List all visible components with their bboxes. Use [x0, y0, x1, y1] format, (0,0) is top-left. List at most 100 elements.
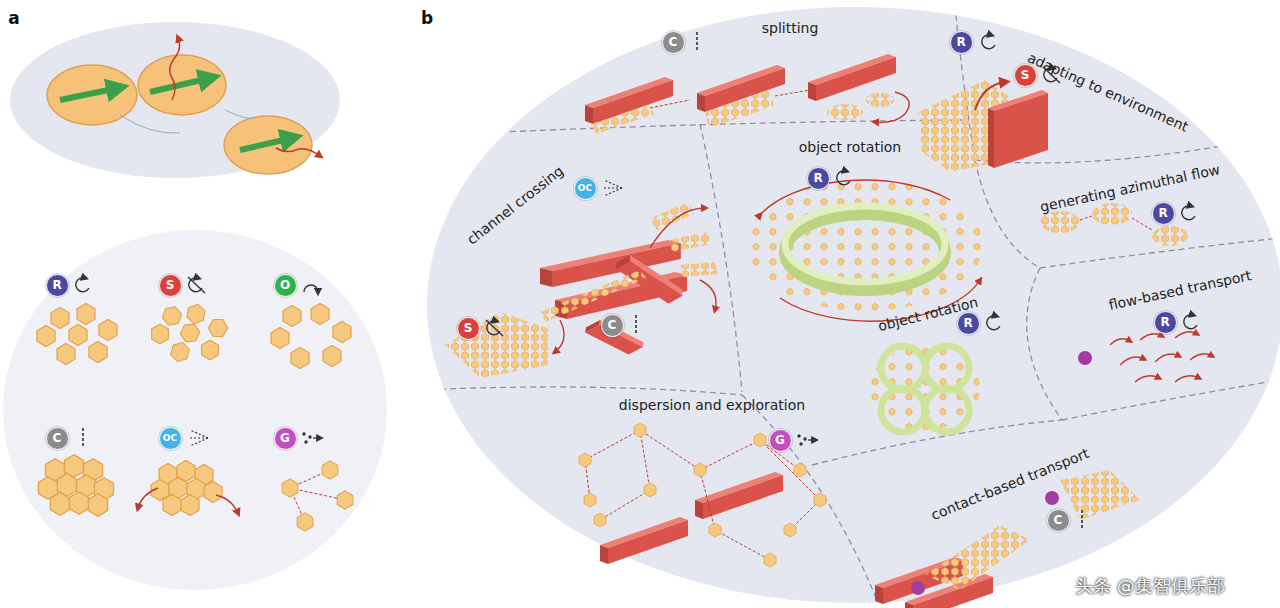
particle-illustration-part — [170, 38, 180, 100]
contact-transport-illustration-part — [925, 525, 1030, 590]
region-title: object rotation — [799, 139, 902, 155]
flow-transport-illustration-part — [1135, 376, 1159, 382]
region-title: splitting — [762, 20, 819, 36]
mode-cluster-part-part — [69, 492, 88, 514]
contact-transport-illustration-part — [1045, 491, 1059, 505]
mode-cluster-part-part — [322, 461, 338, 479]
mode-icon-part — [304, 285, 318, 292]
mode-badge: C — [1047, 509, 1070, 532]
mode-cluster-part-part — [77, 304, 95, 325]
mode-letter: C — [669, 35, 678, 49]
mode-cluster-part-part — [152, 324, 169, 344]
particle-illustration-part — [120, 115, 180, 133]
mode-letter: R — [813, 171, 822, 185]
mode-icon-part — [76, 278, 89, 292]
mode-badge: R — [1154, 311, 1177, 334]
clover-rotation-illustration — [870, 346, 980, 432]
mode-icon-part — [302, 432, 320, 443]
dispersion-illustration-part — [644, 483, 656, 497]
mode-cluster-part-part — [169, 340, 190, 363]
region-divider-part — [700, 124, 742, 392]
channel-crossing-illustration-part — [649, 201, 696, 231]
azimuthal-flow-illustration-part — [1132, 218, 1152, 230]
clover-rotation-illustration-part — [925, 346, 969, 390]
flow-transport-illustration-part — [1175, 332, 1197, 338]
channel-crossing-illustration-part — [555, 320, 564, 352]
mode-cluster — [37, 303, 353, 531]
mode-badge: C — [662, 31, 685, 54]
mode-cluster-part-part — [333, 322, 351, 343]
mode-cluster-part — [271, 304, 351, 369]
mode-letter: S — [1021, 68, 1030, 82]
particle-illustration-part — [240, 138, 292, 150]
mode-badge: R — [1152, 202, 1175, 225]
dispersion-illustration-part — [695, 472, 783, 519]
mode-cluster-part — [38, 455, 113, 516]
azimuthal-flow-illustration-part — [1080, 216, 1092, 220]
channel-crossing-illustration-part — [650, 208, 705, 248]
mode-cluster-part-part — [186, 303, 206, 325]
mode-badge: G — [274, 427, 297, 450]
panel-background — [3, 7, 1280, 603]
mode-icon-part — [190, 430, 208, 446]
mode-letter: S — [464, 321, 473, 335]
ring-rotation-illustration-part — [760, 180, 950, 215]
mode-badge: R — [807, 167, 830, 190]
mode-cluster-part-part — [297, 513, 313, 531]
contact-transport-illustration-part — [1060, 470, 1140, 520]
mode-cluster-part-part — [163, 495, 181, 516]
mode-icon-part — [982, 35, 995, 49]
dispersion-illustration-part-part — [585, 430, 800, 470]
dispersion-illustration-part-part — [600, 430, 650, 520]
mode-cluster-part-part — [138, 488, 158, 508]
mode-cluster-part-part — [202, 340, 219, 360]
dispersion-illustration-part — [709, 523, 721, 537]
mode-cluster-part-part — [89, 342, 107, 363]
mode-icon-part — [697, 32, 698, 52]
particle-illustration — [47, 38, 320, 174]
region-divider-part — [1062, 380, 1280, 420]
mode-cluster-part-part — [50, 493, 69, 515]
particle-illustration-part — [150, 78, 210, 92]
azimuthal-flow-illustration-part — [1040, 211, 1080, 233]
mode-letter: R — [956, 35, 965, 49]
watermark: 头条 @集智俱乐部 — [1075, 574, 1225, 598]
flow-transport-illustration — [1078, 332, 1212, 382]
panel-label: b — [421, 8, 433, 28]
channel-crossing-illustration-part — [700, 280, 716, 310]
dispersion-illustration-part — [814, 493, 826, 507]
mode-badge: G — [769, 429, 792, 452]
mode-cluster-part-part — [161, 304, 183, 328]
mode-cluster-part-part — [206, 315, 230, 340]
mode-cluster-part-part — [204, 482, 222, 503]
region-divider-part — [975, 160, 1040, 268]
splitting-illustration-part — [875, 92, 909, 122]
ring-rotation-illustration-part — [747, 179, 983, 311]
mode-badge: OC — [159, 427, 182, 450]
particle-illustration-part — [47, 65, 137, 125]
mode-icon-part — [188, 277, 205, 293]
panel-label: a — [8, 8, 19, 28]
ring-rotation-illustration-part — [785, 206, 945, 282]
mode-icon-part — [486, 320, 503, 336]
splitting-illustration-part — [775, 90, 810, 96]
particle-illustration-part — [138, 55, 226, 115]
region-divider-part — [742, 395, 880, 608]
dispersion-illustration-part — [694, 463, 706, 477]
dispersion-illustration-part — [594, 513, 606, 527]
splitting-illustration-part — [705, 90, 774, 128]
contact-transport-illustration-part — [911, 581, 925, 595]
mode-cluster-part-part — [178, 321, 202, 346]
mode-cluster-part-part — [216, 495, 238, 513]
mode-cluster-part-part — [323, 346, 341, 367]
mode-cluster-part-part — [88, 494, 107, 516]
mode-cluster-part-part — [99, 320, 117, 341]
panel-background-part — [3, 230, 387, 590]
mode-icon-part — [1082, 510, 1083, 530]
particle-illustration-part — [60, 88, 118, 100]
flow-transport-illustration-part — [1190, 354, 1212, 360]
mode-cluster-part-part — [181, 495, 199, 516]
azimuthal-flow-illustration-part — [1152, 226, 1188, 246]
mode-cluster-part — [282, 461, 353, 531]
